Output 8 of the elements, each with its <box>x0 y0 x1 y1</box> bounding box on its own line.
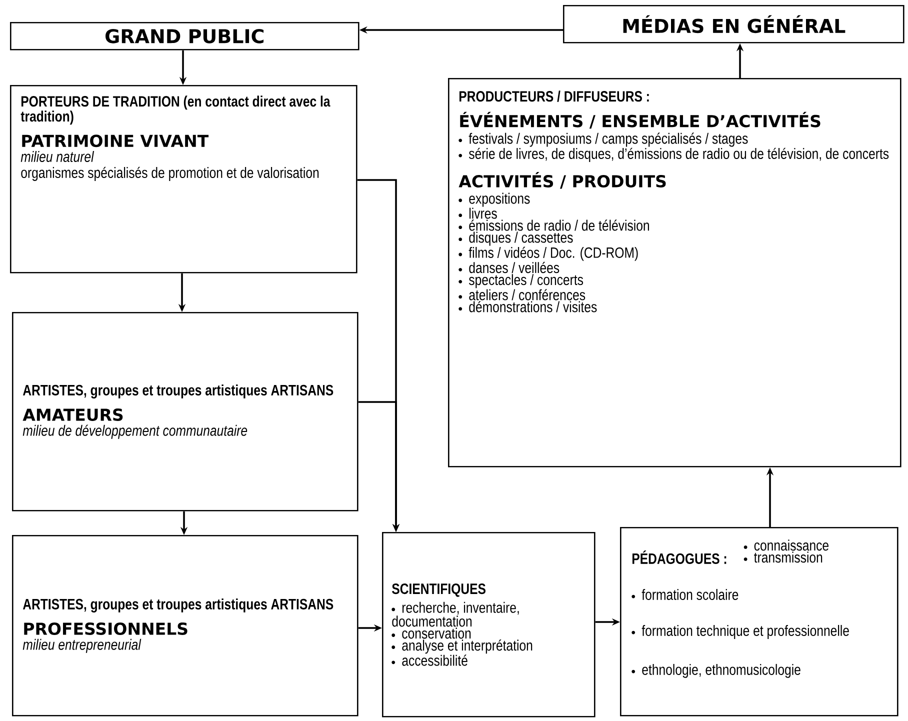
group-box: PORTEURS DE TRADITION (en contact direct avec la tradition) PATRIMOINE VIVANT milieu naturel organismes spécialisés de promotion et de valorisation <box>10 85 358 274</box>
group-box: ARTISTES, groupes et troupes artistiques ARTISANS PROFESSIONNELS milieu entrepreneurial <box>12 535 358 716</box>
group-box: SCIENTIFIQUES recherche, inventaire, documentation conservation analyse et interprétation accessibilité <box>382 532 596 718</box>
heading-box: MÉDIAS EN GÉNÉRAL <box>563 5 904 44</box>
heading-box: GRAND PUBLIC <box>10 22 360 50</box>
group-box: ARTISTES, groupes et troupes artistiques ARTISANS AMATEURS milieu de développement communautaire <box>12 312 358 512</box>
group-box: PÉDAGOGUES : connaissance transmission formation scolaire formation technique et professionnelle ethnologie, ethnomusicologie <box>620 527 898 716</box>
group-box: PRODUCTEURS / DIFFUSEURS : ÉVÉNEMENTS / ENSEMBLE D’ACTIVITÉS festivals / symposiums / camps spécialisés / stages série de livres, de disques, d’émissions de radio ou de télévision, de concerts ACTIVITÉS / PRODUITS expositions livres émissions de radio / de télévision disques / cassettes films / vidéos / Doc. (CD-ROM) danses / veillées spectacles / concerts ateliers / conférences démonstrations / visites <box>448 78 902 468</box>
